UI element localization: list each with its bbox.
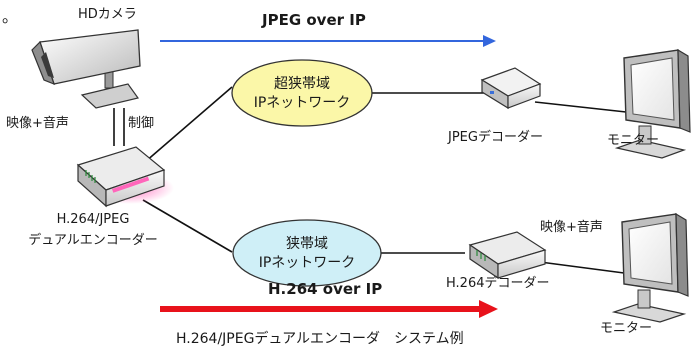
monitor-icon (611, 212, 689, 323)
h264-arrow-label: H.264 over IP (268, 280, 382, 298)
encoder-label-line1: H.264/JPEG (57, 212, 130, 227)
link-h264-decoder-monitor (539, 261, 625, 274)
link-jpeg-decoder-monitor (534, 101, 627, 113)
monitor-label-1: モニター (607, 133, 659, 148)
ultra-narrow-network-cloud (231, 59, 373, 127)
monitor-icon (614, 48, 691, 159)
caption: H.264/JPEGデュアルエンコーダ システム例 (176, 330, 464, 347)
ultra-narrow-network-line2: IPネットワーク (254, 95, 351, 111)
h264-over-ip-arrow (160, 300, 498, 318)
monitor-label-2: モニター (600, 321, 652, 336)
jpeg-decoder-label: JPEGデコーダー (447, 129, 543, 145)
connection-lines (113, 86, 627, 274)
jpeg-over-ip-arrow (160, 35, 496, 47)
jpeg-decoder-icon (480, 67, 542, 110)
h264-decoder-icon (468, 231, 547, 280)
narrow-network-cloud (232, 219, 382, 287)
ultra-narrow-network-line1: 超狭帯域 (274, 76, 330, 92)
camera-av-label: 映像+音声 (6, 115, 69, 131)
h264-decoder-label: H.264デコーダー (446, 275, 550, 291)
link-encoder-narrow-net (142, 199, 233, 253)
camera-label: HDカメラ (78, 7, 137, 22)
jpeg-arrow-label: JPEG over IP (261, 11, 366, 29)
dual-encoder-icon (76, 146, 174, 208)
hd-camera-icon (31, 29, 141, 109)
camera-control-label: 制御 (128, 116, 154, 131)
encoder-label-line2: デュアルエンコーダー (28, 232, 158, 248)
decoder-av-label: 映像+音声 (540, 219, 603, 235)
corner-mark: 。 (2, 7, 18, 26)
link-encoder-ultra-net (144, 86, 233, 163)
narrow-network-line1: 狭帯域 (286, 236, 328, 252)
narrow-network-line2: IPネットワーク (259, 255, 356, 271)
